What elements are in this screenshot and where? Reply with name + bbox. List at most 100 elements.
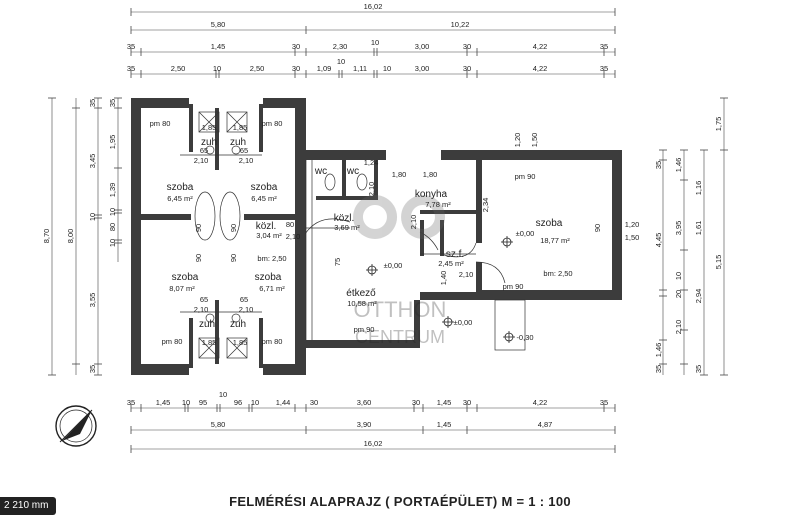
svg-text:1,80: 1,80 <box>423 170 438 179</box>
svg-text:3,45: 3,45 <box>88 154 97 169</box>
dim-left-fourth: 35 1,95 1,39 10 80 10 <box>108 99 117 247</box>
svg-text:35: 35 <box>127 64 135 73</box>
svg-text:1,16: 1,16 <box>694 181 703 196</box>
svg-text:35: 35 <box>600 64 608 73</box>
dim-right-fourth: 35 10 20 2,10 1,46 35 <box>654 161 683 373</box>
svg-text:95: 95 <box>199 398 207 407</box>
svg-text:90: 90 <box>593 224 602 232</box>
page-title: FELMÉRÉSI ALAPRAJZ ( PORTAÉPÜLET) M = 1 … <box>229 494 571 509</box>
svg-text:10: 10 <box>108 208 117 216</box>
svg-text:75: 75 <box>333 258 342 266</box>
svg-text:3,00: 3,00 <box>415 64 430 73</box>
svg-text:pm 90: pm 90 <box>515 172 536 181</box>
room-name: zuh <box>201 137 217 148</box>
svg-text:2,10: 2,10 <box>194 305 209 314</box>
svg-text:1,45: 1,45 <box>211 42 226 51</box>
dim-bottom-row2: 5,80 3,90 1,45 4,87 <box>211 420 553 429</box>
svg-text:35: 35 <box>127 398 135 407</box>
annotations: pm 80 pm 80 pm 80 pm 80 pm 90 pm 90 pm 9… <box>150 119 640 347</box>
svg-text:65: 65 <box>240 295 248 304</box>
room-area: 10,58 m² <box>347 299 377 308</box>
svg-text:4,22: 4,22 <box>533 398 548 407</box>
svg-text:10: 10 <box>108 239 117 247</box>
room-area: 3,69 m² <box>334 223 360 232</box>
dim-bottom-overall: 16,02 <box>364 439 383 448</box>
svg-text:90: 90 <box>194 254 203 262</box>
svg-text:30: 30 <box>310 398 318 407</box>
room-name: wc <box>346 166 359 177</box>
dim-left-outer: 8,70 <box>42 229 51 244</box>
room-area: 7,78 m² <box>425 200 451 209</box>
svg-text:3,55: 3,55 <box>88 293 97 308</box>
svg-text:2,94: 2,94 <box>694 289 703 304</box>
svg-text:35: 35 <box>694 365 703 373</box>
svg-text:bm: 2,50: bm: 2,50 <box>543 269 572 278</box>
room-area: 6,71 m² <box>259 284 285 293</box>
svg-text:1,50: 1,50 <box>625 233 640 242</box>
svg-text:10: 10 <box>337 57 345 66</box>
room-name: konyha <box>415 189 448 200</box>
svg-text:35: 35 <box>127 42 135 51</box>
dim-left-third: 35 3,45 10 3,55 35 <box>88 99 97 373</box>
svg-text:1,24: 1,24 <box>364 158 379 167</box>
svg-text:35: 35 <box>654 161 663 169</box>
svg-text:1,20: 1,20 <box>625 220 640 229</box>
room-area: 6,45 m² <box>167 194 193 203</box>
svg-text:35: 35 <box>654 365 663 373</box>
svg-text:1,45: 1,45 <box>437 420 452 429</box>
dim-top-overall: 16,02 <box>364 2 383 11</box>
svg-text:90: 90 <box>229 254 238 262</box>
svg-text:1,45: 1,45 <box>156 398 171 407</box>
svg-text:10: 10 <box>383 64 391 73</box>
room-name: sz.f. <box>446 249 464 260</box>
scale-badge: 2 210 mm <box>0 497 57 515</box>
svg-text:3,95: 3,95 <box>674 221 683 236</box>
svg-text:30: 30 <box>463 64 471 73</box>
svg-text:80: 80 <box>286 220 294 229</box>
doors-and-fixtures <box>180 111 526 359</box>
svg-text:30: 30 <box>463 398 471 407</box>
svg-text:pm 80: pm 80 <box>262 337 283 346</box>
svg-text:1,95: 1,95 <box>108 135 117 150</box>
room-name: zuh <box>230 137 246 148</box>
svg-text:65: 65 <box>200 146 208 155</box>
dimension-lines-right: 5,15 1,75 1,46 1,16 3,95 1,61 4,45 2,94 … <box>654 97 728 376</box>
svg-text:1,11: 1,11 <box>353 64 367 73</box>
dim-right-outer: 5,15 <box>714 255 723 270</box>
svg-text:5,80: 5,80 <box>211 420 226 429</box>
svg-text:1,45: 1,45 <box>437 398 452 407</box>
dimension-lines-left: 8,70 8,00 35 3,45 10 3,55 35 35 1,95 1,3… <box>42 97 122 376</box>
svg-text:-0,30: -0,30 <box>516 333 533 342</box>
svg-text:2,10: 2,10 <box>239 156 254 165</box>
svg-text:2,10: 2,10 <box>409 215 418 230</box>
svg-text:bm: 2,50: bm: 2,50 <box>257 254 286 263</box>
svg-text:10: 10 <box>219 390 227 399</box>
svg-text:1,09: 1,09 <box>317 64 332 73</box>
svg-text:±0,00: ±0,00 <box>384 261 403 270</box>
svg-text:pm 80: pm 80 <box>162 337 183 346</box>
svg-text:pm 90: pm 90 <box>503 282 524 291</box>
svg-text:10: 10 <box>213 64 221 73</box>
room-name: közl. <box>256 221 277 232</box>
svg-text:pm 80: pm 80 <box>150 119 171 128</box>
room-name: étkező <box>346 288 376 299</box>
svg-text:3,00: 3,00 <box>415 42 430 51</box>
dim-top-row3: 35 2,50 10 2,50 30 1,09 10 1,11 10 3,00 … <box>127 57 608 73</box>
svg-text:90: 90 <box>229 224 238 232</box>
svg-text:1,85: 1,85 <box>233 338 248 347</box>
svg-text:1,85: 1,85 <box>233 123 248 132</box>
svg-text:±0,00: ±0,00 <box>516 229 535 238</box>
svg-text:30: 30 <box>412 398 420 407</box>
svg-text:3,90: 3,90 <box>357 420 372 429</box>
svg-text:10: 10 <box>371 38 379 47</box>
dim-top-row2: 35 1,45 30 2,30 10 3,00 30 4,22 35 <box>127 38 608 51</box>
svg-text:1,85: 1,85 <box>202 123 217 132</box>
watermark-text: CENTRUM <box>355 327 445 347</box>
svg-text:10: 10 <box>251 398 259 407</box>
watermark-text: OTTHON <box>354 297 447 322</box>
dimension-lines-top: 16,02 5,80 10,22 35 1,45 30 2,30 10 3,00… <box>127 2 616 78</box>
svg-text:2,10: 2,10 <box>239 305 254 314</box>
svg-text:3,60: 3,60 <box>357 398 372 407</box>
dim-top-row1: 10,22 <box>451 20 470 29</box>
